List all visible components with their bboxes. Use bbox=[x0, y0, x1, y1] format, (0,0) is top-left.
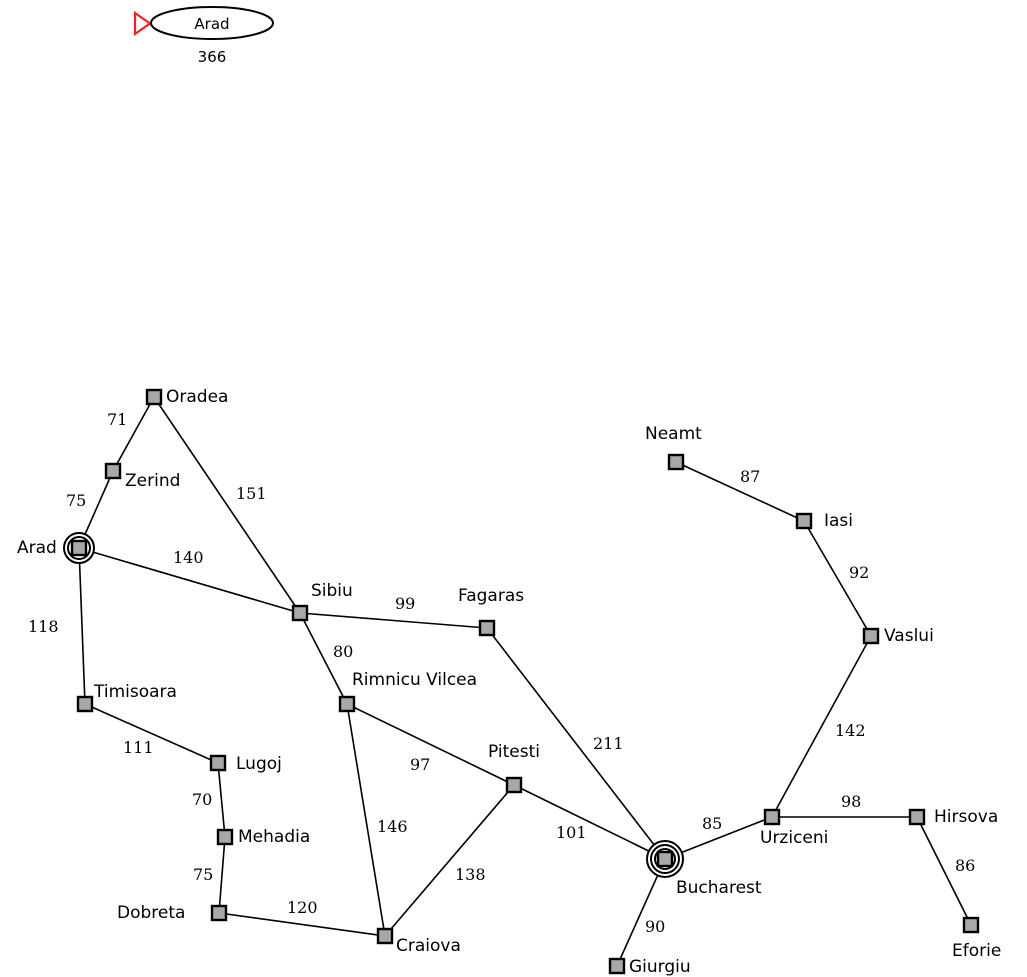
road-oradea-zerind bbox=[112, 396, 155, 472]
city-node-eforie[interactable] bbox=[962, 916, 980, 934]
cost-timisoara-lugoj: 111 bbox=[123, 738, 154, 757]
city-node-timisoara[interactable] bbox=[76, 695, 94, 713]
city-label-giurgiu: Giurgiu bbox=[629, 957, 691, 977]
city-label-vaslui: Vaslui bbox=[884, 626, 934, 646]
tree-node-arad-label: Arad bbox=[194, 15, 229, 33]
road-dobreta-craiova bbox=[218, 912, 386, 937]
city-label-eforie: Eforie bbox=[952, 941, 1001, 961]
road-iasi-neamt bbox=[675, 461, 805, 522]
city-label-iasi: Iasi bbox=[824, 511, 853, 531]
road-rimnicu-craiova bbox=[346, 703, 386, 937]
road-fagaras-bucharest bbox=[486, 627, 666, 860]
road-rimnicu-pitesti bbox=[346, 703, 515, 786]
road-sibiu-fagaras bbox=[299, 612, 488, 629]
edge-cost-labels: 71 75 151 140 118 99 80 111 70 75 120 14… bbox=[28, 410, 975, 936]
road-mehadia-dobreta bbox=[218, 836, 226, 914]
city-label-lugoj: Lugoj bbox=[236, 754, 282, 774]
city-label-mehadia: Mehadia bbox=[238, 827, 310, 847]
city-node-giurgiu[interactable] bbox=[608, 957, 626, 975]
cost-oradea-zerind: 71 bbox=[107, 410, 127, 429]
cost-hirsova-eforie: 86 bbox=[955, 856, 975, 875]
road-oradea-sibiu bbox=[153, 396, 301, 614]
city-label-craiova: Craiova bbox=[396, 936, 461, 956]
road-lugoj-mehadia bbox=[217, 762, 226, 838]
cost-bucharest-urziceni: 85 bbox=[702, 814, 722, 833]
city-label-pitesti: Pitesti bbox=[488, 742, 540, 762]
tree-node-arad[interactable] bbox=[150, 6, 274, 40]
cost-rimnicu-pitesti: 97 bbox=[410, 755, 430, 774]
city-label-neamt: Neamt bbox=[645, 424, 702, 444]
cost-iasi-neamt: 87 bbox=[740, 467, 760, 486]
road-bucharest-giurgiu bbox=[616, 858, 666, 967]
city-node-iasi[interactable] bbox=[795, 512, 813, 530]
city-nodes bbox=[70, 388, 980, 975]
city-labels: Oradea Zerind Arad Sibiu Fagaras Timisoa… bbox=[17, 387, 1001, 977]
city-node-neamt[interactable] bbox=[667, 453, 685, 471]
cost-bucharest-giurgiu: 90 bbox=[645, 917, 665, 936]
city-label-rimnicu-vilcea: Rimnicu Vilcea bbox=[352, 670, 477, 690]
city-label-bucharest: Bucharest bbox=[676, 878, 762, 898]
road-arad-sibiu bbox=[78, 547, 301, 614]
start-goal-rings bbox=[63, 532, 684, 878]
road-pitesti-bucharest bbox=[513, 784, 666, 860]
city-node-bucharest[interactable] bbox=[656, 850, 674, 868]
city-label-oradea: Oradea bbox=[166, 387, 228, 407]
road-craiova-pitesti bbox=[384, 784, 515, 937]
city-label-timisoara: Timisoara bbox=[93, 682, 177, 702]
cost-vaslui-iasi: 92 bbox=[849, 563, 869, 582]
cost-arad-timisoara: 118 bbox=[28, 617, 59, 636]
city-label-arad: Arad bbox=[17, 538, 57, 558]
city-node-vaslui[interactable] bbox=[862, 627, 880, 645]
cost-fagaras-bucharest: 211 bbox=[593, 734, 624, 753]
cost-zerind-arad: 75 bbox=[66, 491, 86, 510]
cost-rimnicu-craiova: 146 bbox=[377, 817, 408, 836]
road-bucharest-urziceni bbox=[664, 816, 773, 860]
cost-sibiu-fagaras: 99 bbox=[395, 594, 415, 613]
road-arad-timisoara bbox=[78, 547, 86, 705]
current-node-marker-icon bbox=[133, 10, 152, 37]
city-node-zerind[interactable] bbox=[104, 462, 122, 480]
road-hirsova-eforie bbox=[916, 816, 972, 926]
road-timisoara-lugoj bbox=[84, 703, 219, 764]
city-node-mehadia[interactable] bbox=[216, 828, 234, 846]
city-label-sibiu: Sibiu bbox=[311, 581, 353, 601]
cost-lugoj-mehadia: 70 bbox=[192, 790, 212, 809]
city-label-dobreta: Dobreta bbox=[117, 903, 185, 923]
city-node-oradea[interactable] bbox=[145, 388, 163, 406]
city-node-arad[interactable] bbox=[70, 539, 88, 557]
cost-sibiu-rimnicu: 80 bbox=[333, 642, 353, 661]
tree-node-arad-value: 366 bbox=[198, 48, 227, 66]
road-vaslui-iasi bbox=[803, 520, 872, 637]
road-urziceni-vaslui bbox=[771, 635, 872, 818]
cost-pitesti-bucharest: 101 bbox=[556, 823, 587, 842]
city-node-pitesti[interactable] bbox=[505, 776, 523, 794]
city-label-fagaras: Fagaras bbox=[458, 586, 524, 606]
city-label-hirsova: Hirsova bbox=[934, 807, 998, 827]
cost-craiova-pitesti: 138 bbox=[455, 865, 486, 884]
city-label-urziceni: Urziceni bbox=[760, 828, 828, 848]
road-edges bbox=[78, 396, 972, 967]
city-label-zerind: Zerind bbox=[125, 471, 180, 491]
city-node-lugoj[interactable] bbox=[209, 754, 227, 772]
cost-urziceni-vaslui: 142 bbox=[835, 721, 866, 740]
city-node-rimnicu-vilcea[interactable] bbox=[338, 695, 356, 713]
cost-urziceni-hirsova: 98 bbox=[841, 792, 861, 811]
cost-dobreta-craiova: 120 bbox=[287, 898, 318, 917]
city-node-dobreta[interactable] bbox=[210, 904, 228, 922]
search-tree: Arad 366 bbox=[133, 6, 274, 66]
cost-oradea-sibiu: 151 bbox=[236, 484, 267, 503]
city-node-fagaras[interactable] bbox=[478, 619, 496, 637]
cost-arad-sibiu: 140 bbox=[173, 548, 204, 567]
city-node-urziceni[interactable] bbox=[763, 808, 781, 826]
city-node-sibiu[interactable] bbox=[291, 604, 309, 622]
road-sibiu-rimnicu bbox=[299, 612, 348, 705]
cost-mehadia-dobreta: 75 bbox=[193, 865, 213, 884]
city-node-craiova[interactable] bbox=[376, 927, 394, 945]
city-node-hirsova[interactable] bbox=[908, 808, 926, 826]
